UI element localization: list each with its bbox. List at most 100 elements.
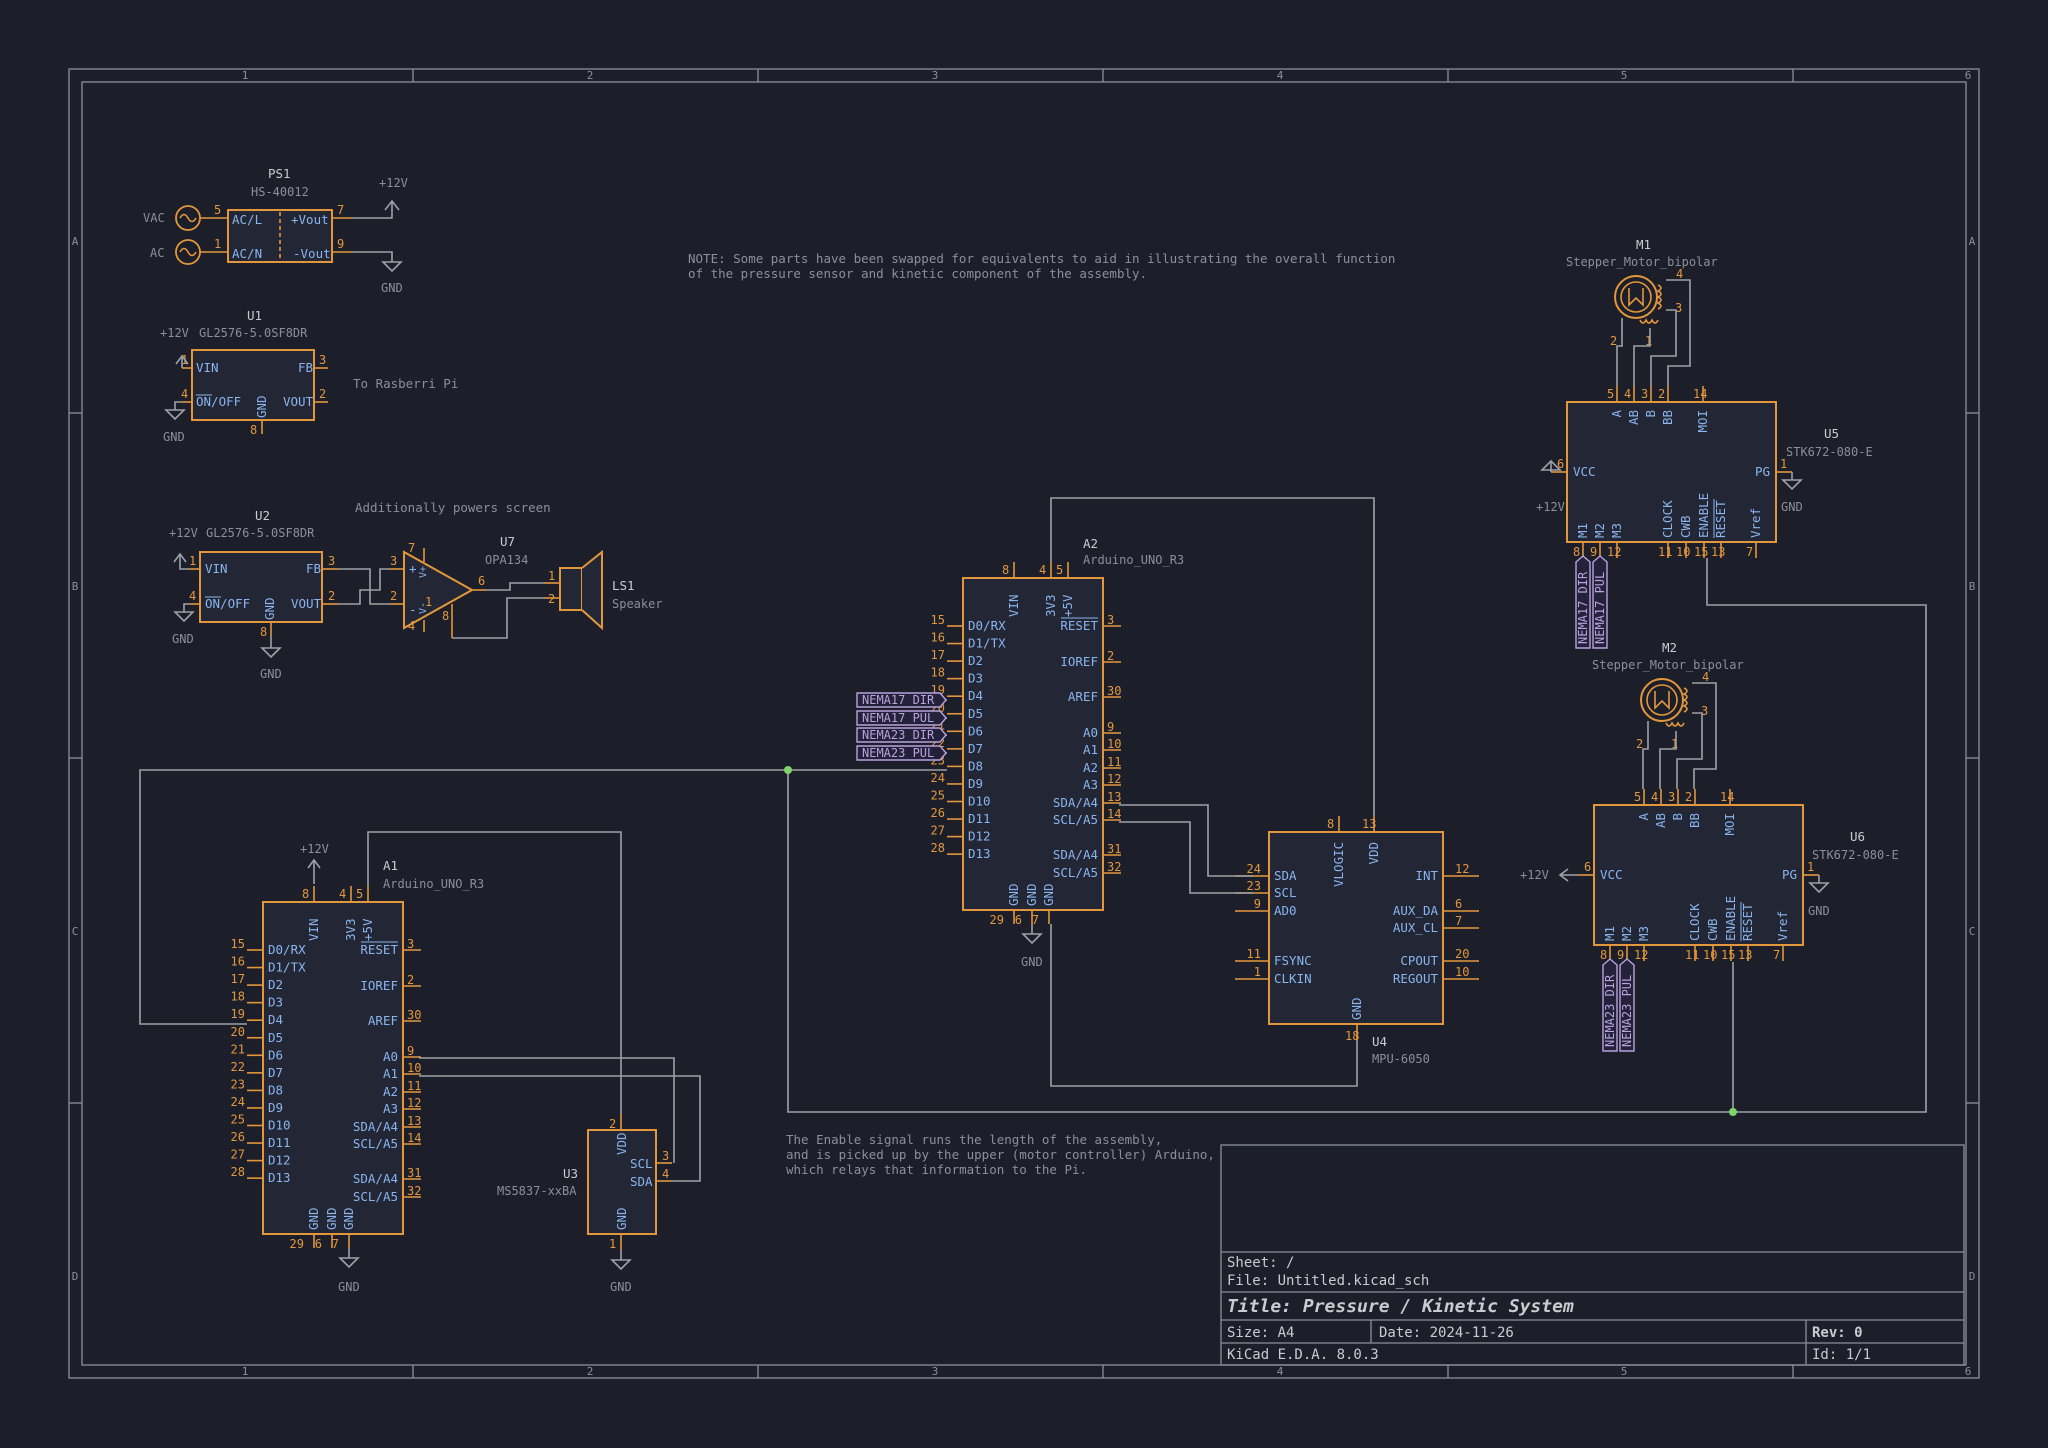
a1-right-pins: 3RESET2IOREF30AREF9A010A111A212A313SDA/A… <box>353 937 422 1204</box>
u3-gnd-label: GND <box>610 1280 632 1294</box>
a2-pin-num: 10 <box>1107 737 1121 751</box>
junction-dot <box>1729 1108 1737 1116</box>
u7-value: OPA134 <box>485 553 528 567</box>
row-d-left: D <box>72 1270 79 1283</box>
u4-pin-num: 1 <box>1254 965 1261 979</box>
ps1-pin-acn: AC/N <box>232 246 262 261</box>
u5-pin-num: 13 <box>1711 545 1725 559</box>
col-1-bottom: 1 <box>242 1365 249 1378</box>
col-2-bottom: 2 <box>587 1365 594 1378</box>
power-arrow-icon <box>175 354 189 365</box>
col-3-bottom: 3 <box>932 1365 939 1378</box>
tb-rev: Rev: 0 <box>1812 1325 1863 1341</box>
m1-value: Stepper_Motor_bipolar <box>1566 255 1718 269</box>
a2-pin-label: D11 <box>968 811 991 826</box>
u3-num-3: 3 <box>662 1149 669 1163</box>
tb-size: Size: A4 <box>1227 1325 1294 1341</box>
u6-power: +12V GND NEMA23_DIR NEMA23_PUL <box>1520 868 1830 1052</box>
m1-num-3: 3 <box>1675 301 1682 315</box>
ac-wave-icon <box>179 213 197 223</box>
a2-right-pins: 3RESET2IOREF30AREF9A010A111A212A313SDA/A… <box>1053 613 1122 880</box>
u5-pin-label: M3 <box>1609 523 1624 538</box>
a1-pin-label: D13 <box>268 1170 291 1185</box>
u6-stepper-driver[interactable]: U6 STK672-080-E 5A4AB3B2BB14MOI8M19M212M… <box>1578 789 1899 962</box>
u4-pin-label: REGOUT <box>1393 971 1439 986</box>
u5-pins: 5A4AB3B2BB14MOI8M19M212M311CLOCK10CWB15E… <box>1551 386 1792 559</box>
u7-num-1: 1 <box>425 595 432 609</box>
a1-power: +12V GND <box>300 842 360 1294</box>
u6-pin-num: 13 <box>1738 948 1752 962</box>
u5-stepper-driver[interactable]: U5 STK672-080-E 5A4AB3B2BB14MOI8M19M212M… <box>1551 386 1873 559</box>
ls1-value: Speaker <box>612 597 663 611</box>
u1-gnd-label: GND <box>163 430 185 444</box>
a1-pin-num: 31 <box>407 1166 421 1180</box>
ps1-pin-vout-minus: -Vout <box>293 246 331 261</box>
u1-regulator[interactable]: VIN ON/OFF FB VOUT GND 1 4 3 2 8 U1 GL25… <box>160 308 328 444</box>
a2-pin-label: D0/RX <box>968 618 1006 633</box>
tb-date: Date: 2024-11-26 <box>1379 1325 1514 1341</box>
power-arrow-icon <box>307 858 321 869</box>
a1-pin-label: D0/RX <box>268 942 306 957</box>
u7-minus: - <box>409 602 417 617</box>
a1-pin-label: IOREF <box>360 978 398 993</box>
tb-sheet: Sheet: / <box>1227 1255 1294 1271</box>
u7-plus: + <box>409 561 417 576</box>
a2-pin-label: D9 <box>968 776 983 791</box>
m1-stepper-motor[interactable]: M1 Stepper_Motor_bipolar 2 1 3 4 <box>1566 237 1718 386</box>
ground-icon <box>164 409 186 421</box>
u5-pin-num: 12 <box>1607 545 1621 559</box>
u7-opamp[interactable]: + - V+ V- 3 2 6 7 4 1 8 U7 OPA134 <box>390 534 528 638</box>
a1-pin-num: 2 <box>407 973 414 987</box>
u4-pin-num: 6 <box>1455 897 1462 911</box>
u6-pin-label: ENABLE <box>1723 896 1738 941</box>
u5-pin-label: CLOCK <box>1660 500 1675 538</box>
u2-regulator[interactable]: VIN ON/OFF FB VOUT GND 1 4 3 2 8 U2 GL25… <box>169 508 338 681</box>
a1-pin-label: A3 <box>383 1101 398 1116</box>
u6-pin-label: PG <box>1782 867 1797 882</box>
u5-pin-label: BB <box>1660 410 1675 425</box>
label-nema17-pul: NEMA17_PUL <box>862 711 934 725</box>
u3-pin-vdd: VDD <box>614 1132 629 1155</box>
tb-id: Id: 1/1 <box>1812 1347 1871 1363</box>
a2-pin-num: 14 <box>1107 807 1121 821</box>
u1-num-8: 8 <box>250 423 257 437</box>
u3-pressure-sensor[interactable]: VDD SCL SDA GND 2 3 4 1 U3 MS5837-xxBA G… <box>497 1114 672 1294</box>
u5-pin-num: 15 <box>1694 545 1708 559</box>
row-d-right: D <box>1969 1270 1976 1283</box>
u5-pin-num: 10 <box>1676 545 1690 559</box>
u6-pin-num: 2 <box>1685 790 1692 804</box>
junction-dot <box>784 766 792 774</box>
u2-gnd-label: GND <box>172 632 194 646</box>
a2-pin-num: 25 <box>931 789 945 803</box>
u5-pin-label: M2 <box>1592 523 1607 538</box>
label-nema23-pul: NEMA23_PUL <box>862 746 934 760</box>
a2-pin-num: 29 <box>990 913 1004 927</box>
m2-stepper-motor[interactable]: M2 Stepper_Motor_bipolar 2 1 3 4 <box>1592 640 1744 789</box>
u5-pin-label: PG <box>1755 464 1770 479</box>
a1-pin-num: 7 <box>332 1237 339 1251</box>
a1-pin-label: GND <box>341 1207 356 1230</box>
ps1-num-5: 5 <box>214 203 221 217</box>
u1-pin-onoff: ON/OFF <box>196 394 241 409</box>
a2-pin-label: D7 <box>968 741 983 756</box>
u1-pin-vout: VOUT <box>283 394 314 409</box>
u4-pin-num: 20 <box>1455 947 1469 961</box>
u4-pin-label: AD0 <box>1274 903 1297 918</box>
u6-pin-num: 14 <box>1720 790 1734 804</box>
a1-pin-num: 13 <box>407 1114 421 1128</box>
u6-pin-label: Vref <box>1775 911 1790 941</box>
u5-power: +12V GND NEMA17_DIR NEMA17_PUL <box>1536 459 1803 649</box>
a1-pin-label: D11 <box>268 1135 291 1150</box>
u4-pin-label: SDA <box>1274 868 1297 883</box>
ground-icon <box>610 1259 632 1271</box>
a2-pin-label: +5V <box>1060 594 1075 617</box>
ls1-speaker[interactable]: 1 2 LS1 Speaker <box>544 549 663 631</box>
ps1-power-supply[interactable]: VAC AC AC/L AC/N +Vout -Vout 5 1 7 9 PS1… <box>143 166 408 295</box>
u5-value: STK672-080-E <box>1786 445 1873 459</box>
coil-icon <box>1656 284 1662 310</box>
